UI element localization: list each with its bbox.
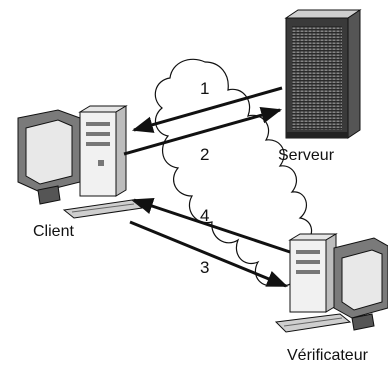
step-2-label: 2 bbox=[200, 145, 210, 164]
client-computer-icon bbox=[17, 105, 144, 219]
arrow-step-4 bbox=[132, 198, 291, 254]
arrow-step-3 bbox=[129, 220, 288, 288]
step-3-label: 3 bbox=[200, 258, 210, 277]
verifier-label: Vérificateur bbox=[287, 347, 368, 364]
client-label: Client bbox=[33, 223, 74, 240]
arrow-step-1 bbox=[131, 86, 283, 133]
step-1-label: 1 bbox=[200, 79, 210, 98]
server-icon bbox=[284, 9, 362, 139]
verifier-computer-icon bbox=[274, 233, 388, 333]
arrow-step-2 bbox=[123, 107, 283, 156]
server-label: Serveur bbox=[278, 147, 335, 164]
step-4-label: 4 bbox=[200, 206, 210, 225]
